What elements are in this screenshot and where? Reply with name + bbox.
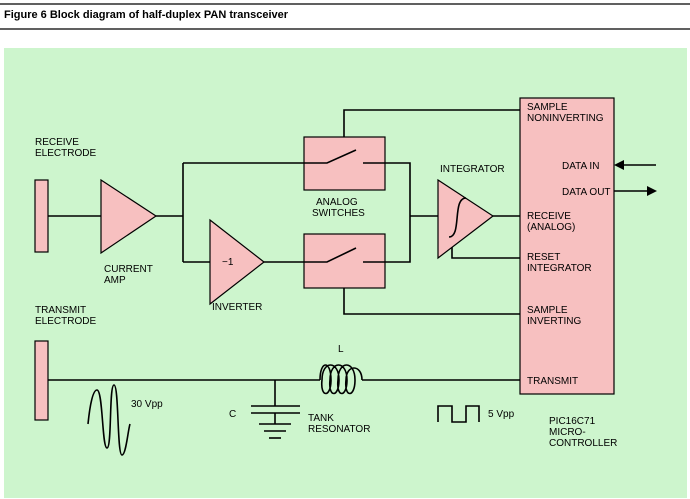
inverter-symbol: −1 — [222, 257, 234, 268]
svg-text:RESONATOR: RESONATOR — [308, 424, 370, 435]
svg-text:SAMPLE: SAMPLE — [527, 305, 568, 316]
inductor-label: L — [338, 344, 344, 355]
capacitor-label: C — [229, 409, 236, 420]
logic-square-wave — [437, 405, 480, 423]
svg-text:ELECTRODE: ELECTRODE — [35, 316, 96, 327]
analog-switch-upper — [303, 136, 386, 191]
pin-data-in: DATA IN — [562, 161, 599, 172]
svg-text:CONTROLLER: CONTROLLER — [549, 438, 617, 449]
svg-text:(ANALOG): (ANALOG) — [527, 222, 575, 233]
svg-text:SAMPLE: SAMPLE — [527, 102, 568, 113]
data-out-arrow — [614, 186, 657, 196]
pin-sample-inverting: SAMPLE INVERTING — [527, 305, 581, 327]
svg-text:INVERTING: INVERTING — [527, 316, 581, 327]
svg-text:PIC16C71: PIC16C71 — [549, 416, 596, 427]
svg-text:SWITCHES: SWITCHES — [312, 208, 365, 219]
receive-electrode-label: RECEIVE ELECTRODE — [35, 137, 96, 159]
pin-receive-analog: RECEIVE (ANALOG) — [527, 211, 575, 233]
svg-text:INTEGRATOR: INTEGRATOR — [527, 263, 592, 274]
integrator — [437, 178, 495, 260]
inverter — [209, 218, 265, 306]
inverter-label: INVERTER — [212, 302, 262, 313]
svg-text:TRANSMIT: TRANSMIT — [35, 305, 86, 316]
analog-switch-lower — [303, 233, 386, 289]
integrator-label: INTEGRATOR — [440, 164, 505, 175]
data-in-arrow — [614, 160, 656, 170]
analog-switches-label: ANALOG SWITCHES — [312, 197, 365, 219]
pin-transmit: TRANSMIT — [527, 376, 578, 387]
microcontroller — [519, 97, 615, 395]
pin-reset-integrator: RESET INTEGRATOR — [527, 252, 592, 274]
svg-text:RECEIVE: RECEIVE — [527, 211, 571, 222]
transmit-electrode — [34, 340, 49, 421]
svg-text:ANALOG: ANALOG — [316, 197, 358, 208]
wires — [48, 109, 520, 439]
current-amp-label: CURRENT AMP — [104, 264, 153, 286]
svg-text:NONINVERTING: NONINVERTING — [527, 113, 604, 124]
svg-text:AMP: AMP — [104, 275, 126, 286]
svg-text:RECEIVE: RECEIVE — [35, 137, 79, 148]
pin-sample-noninverting: SAMPLE NONINVERTING — [527, 102, 604, 124]
transmit-waveform — [87, 384, 131, 456]
svg-text:MICRO-: MICRO- — [549, 427, 586, 438]
microcontroller-label: PIC16C71 MICRO- CONTROLLER — [549, 416, 617, 449]
receive-electrode — [34, 179, 49, 253]
transmit-electrode-label: TRANSMIT ELECTRODE — [35, 305, 96, 327]
svg-text:CURRENT: CURRENT — [104, 264, 153, 275]
pin-data-out: DATA OUT — [562, 187, 611, 198]
svg-text:TANK: TANK — [308, 413, 334, 424]
current-amp — [100, 178, 158, 255]
svg-text:RESET: RESET — [527, 252, 560, 263]
tank-resonator-label: TANK RESONATOR — [308, 413, 370, 435]
inductor — [319, 364, 363, 395]
logic-voltage-label: 5 Vpp — [488, 409, 515, 420]
svg-text:ELECTRODE: ELECTRODE — [35, 148, 96, 159]
figure-title: Figure 6 Block diagram of half-duplex PA… — [4, 9, 289, 21]
transmit-voltage-label: 30 Vpp — [131, 399, 163, 410]
